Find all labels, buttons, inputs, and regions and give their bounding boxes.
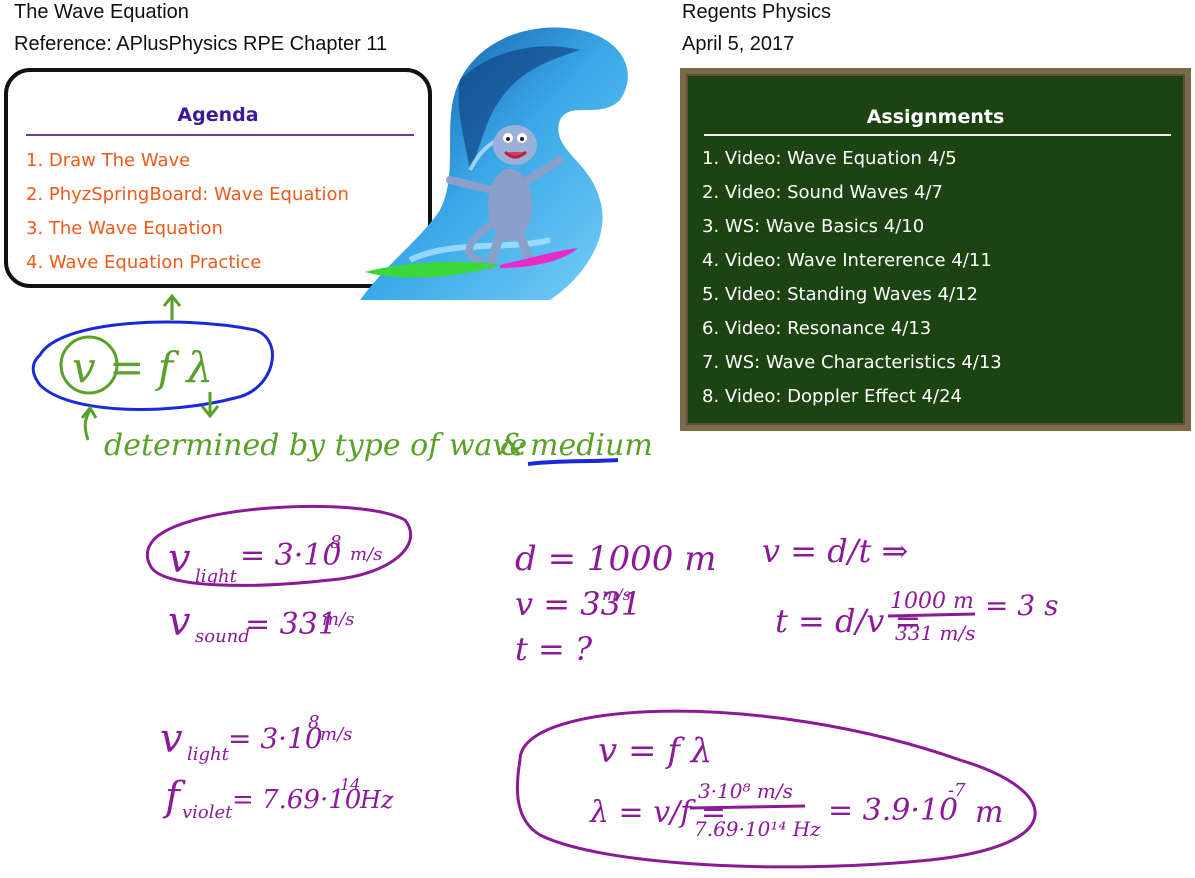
t-result: = 3 s [985,589,1058,622]
arrow-up [162,293,182,320]
agenda-box: Agenda 1. Draw The Wave 2. PhyzSpringBoa… [4,68,432,288]
t-equation: t = d/v = [775,602,921,640]
exponent-neg7: -7 [948,780,966,801]
t-numerator: 1000 m [890,589,974,614]
agenda-item: 3. The Wave Equation [26,218,223,239]
wave-shape [360,27,628,300]
green-circle [59,335,119,395]
speed-given: v = 331 [515,585,641,623]
assignments-title: Assignments [866,106,1005,128]
agenda-item: 4. Wave Equation Practice [26,252,262,273]
assignments-list: 1. Video: Wave Equation 4/5 2. Video: So… [702,142,1002,414]
distance-given: d = 1000 m [515,539,716,579]
assignment-item: 1. Video: Wave Equation 4/5 [702,148,957,169]
light-subscript: light [195,566,238,587]
agenda-item: 1. Draw The Wave [26,150,191,171]
meter-unit: m [975,795,1003,830]
v-light-symbol: v [168,536,191,582]
violet-subscript: violet [182,802,233,823]
assignment-item: 5. Video: Standing Waves 4/12 [702,284,978,305]
exponent-14: 14 [340,775,360,794]
page-title: The Wave Equation [14,1,189,23]
v-equals-d-over-t: v = d/t ⇒ [762,532,908,570]
time-unknown: t = ? [515,630,593,668]
light-value: = 3·10 [240,538,341,573]
sound-subscript: sound [195,626,250,647]
course-name: Regents Physics [682,1,831,23]
date: April 5, 2017 [682,33,795,55]
arrow-down [200,392,220,419]
determined-by-text: determined by type of wave [104,428,527,463]
units-m-s: m/s [322,609,354,630]
lambda-equation: λ = v/f = [589,795,726,830]
purple-ellipse-vlight [145,504,413,587]
agenda-divider [26,134,414,136]
t-denominator: 331 m/s [895,621,976,645]
lambda-result: = 3.9·10 [828,793,958,828]
reference-line: Reference: APlusPhysics RPE Chapter 11 [14,33,388,55]
assignments-divider [704,134,1171,136]
assignment-item: 7. WS: Wave Characteristics 4/13 [702,352,1002,373]
surfboard-pink [500,248,578,268]
purple-ellipse-calc [515,709,1037,869]
ampersand: & [500,428,527,463]
assignment-item: 4. Video: Wave Intererence 4/11 [702,250,992,271]
v-sound-symbol: v [168,599,191,645]
medium-underline [527,458,619,466]
agenda-list: 1. Draw The Wave 2. PhyzSpringBoard: Wav… [26,144,349,280]
units-m-s: m/s [602,585,631,604]
wave-equation-2: v = f λ [598,731,712,771]
exponent-8: 8 [308,712,319,733]
violet-frequency: = 7.69·10 [232,785,361,815]
fraction-denominator: 7.69·10¹⁴ Hz [694,817,821,841]
light-value-2: = 3·10 [228,722,323,755]
units-m-s: m/s [320,724,352,745]
hertz-unit: Hz [359,786,394,814]
fraction-bar [689,804,806,810]
agenda-item: 2. PhyzSpringBoard: Wave Equation [26,184,349,205]
assignments-board: Assignments 1. Video: Wave Equation 4/5 … [680,68,1191,431]
surfer-gecko-illustration [360,27,628,300]
arrow-left-up [80,405,98,441]
agenda-title: Agenda [177,104,259,126]
exponent-8: 8 [330,532,341,553]
gecko-body [488,169,532,241]
medium-text: medium [530,428,653,463]
surfboard-green [365,261,500,278]
units-m-s: m/s [350,544,382,565]
fraction-numerator: 3·10⁸ m/s [698,779,793,803]
assignment-item: 3. WS: Wave Basics 4/10 [702,216,925,237]
assignment-item: 2. Video: Sound Waves 4/7 [702,182,943,203]
assignment-item: 8. Video: Doppler Effect 4/24 [702,386,962,407]
wave-equation: v = f λ [72,343,213,392]
v-light-symbol-2: v [160,716,183,762]
blue-ellipse [31,320,274,411]
light-subscript-2: light [187,744,230,765]
sound-value: = 331 [245,607,337,642]
assignment-item: 6. Video: Resonance 4/13 [702,318,932,339]
fraction-bar [887,612,976,618]
